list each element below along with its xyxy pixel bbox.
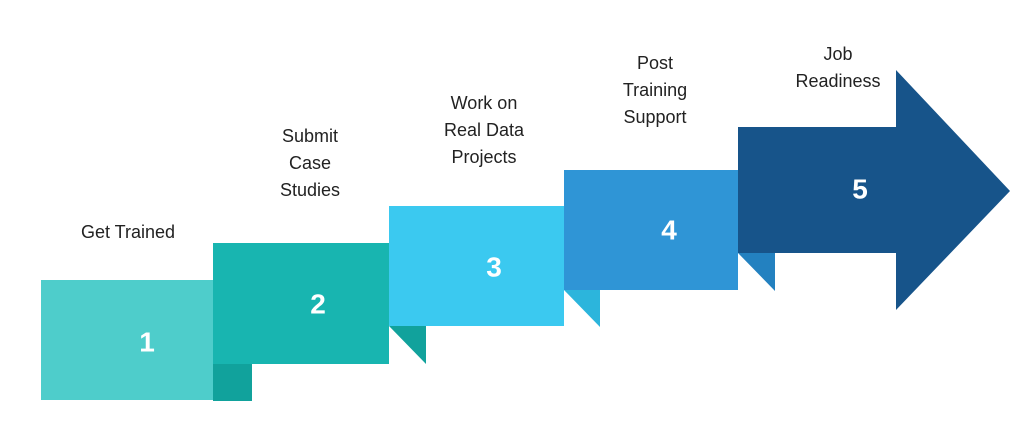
step-5-label: Job Readiness [795,44,881,91]
step-4-number: 4 [661,214,677,245]
step-4-block [564,170,738,290]
step-4: 4 [564,170,775,291]
step-2-fold-edge [389,326,426,364]
step-3-label: Work on Real Data Projects [443,93,525,167]
step-4-fold-edge [738,253,775,291]
step-3-number: 3 [486,251,502,282]
step-3-block [389,206,564,326]
step-1-label: Get Trained [80,222,176,242]
step-2-label: Submit Case Studies [279,126,341,200]
step-3: 3 [389,206,600,327]
step-1-block [41,280,213,400]
step-2-number: 2 [310,288,326,319]
step-1-number: 1 [139,326,155,357]
step-5-arrow: 5 [738,70,1010,310]
step-3-fold-edge [564,290,600,327]
step-5-number: 5 [852,173,868,204]
step-4-label: Post Training Support [622,53,688,127]
step-5-block [738,70,1010,310]
step-2-fold [213,364,252,401]
step-2-block [213,243,389,364]
step-2: 2 [213,243,426,401]
